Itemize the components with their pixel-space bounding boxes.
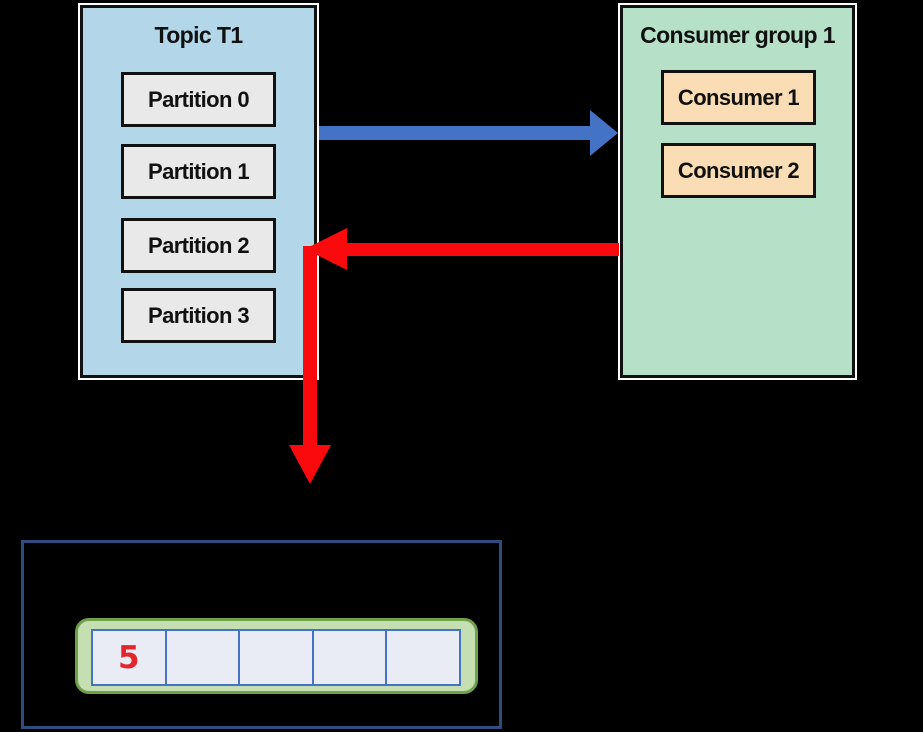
offset-cell-1 bbox=[164, 629, 241, 686]
topic-box: Topic T1 Partition 0 Partition 1 Partiti… bbox=[78, 3, 319, 380]
consume-arrow-head-icon bbox=[590, 110, 618, 156]
topic-title: Topic T1 bbox=[154, 22, 243, 48]
commit-arrow-shaft bbox=[347, 243, 619, 256]
offset-cell-0: 5 bbox=[91, 629, 167, 686]
consumer-1-box: Consumer 1 bbox=[661, 70, 816, 125]
consumer-2-box: Consumer 2 bbox=[661, 143, 816, 198]
offset-write-arrow-shaft bbox=[303, 246, 317, 446]
partition-0-box: Partition 0 bbox=[121, 72, 276, 127]
consume-arrow-shaft bbox=[319, 126, 591, 140]
offset-storage-box: 5 bbox=[21, 540, 502, 729]
consumer-group-box: Consumer group 1 Consumer 1 Consumer 2 bbox=[618, 3, 857, 380]
offset-cells-row: 5 bbox=[91, 629, 461, 686]
partition-3-box: Partition 3 bbox=[121, 288, 276, 343]
offset-cell-2 bbox=[238, 629, 314, 686]
offset-cell-4 bbox=[385, 629, 461, 686]
partition-1-box: Partition 1 bbox=[121, 144, 276, 199]
offset-cell-3 bbox=[311, 629, 388, 686]
consumer-group-title: Consumer group 1 bbox=[640, 22, 835, 48]
offset-write-arrow-head-icon bbox=[289, 445, 331, 484]
partition-2-box: Partition 2 bbox=[121, 218, 276, 273]
offset-log-segment: 5 bbox=[75, 618, 478, 694]
